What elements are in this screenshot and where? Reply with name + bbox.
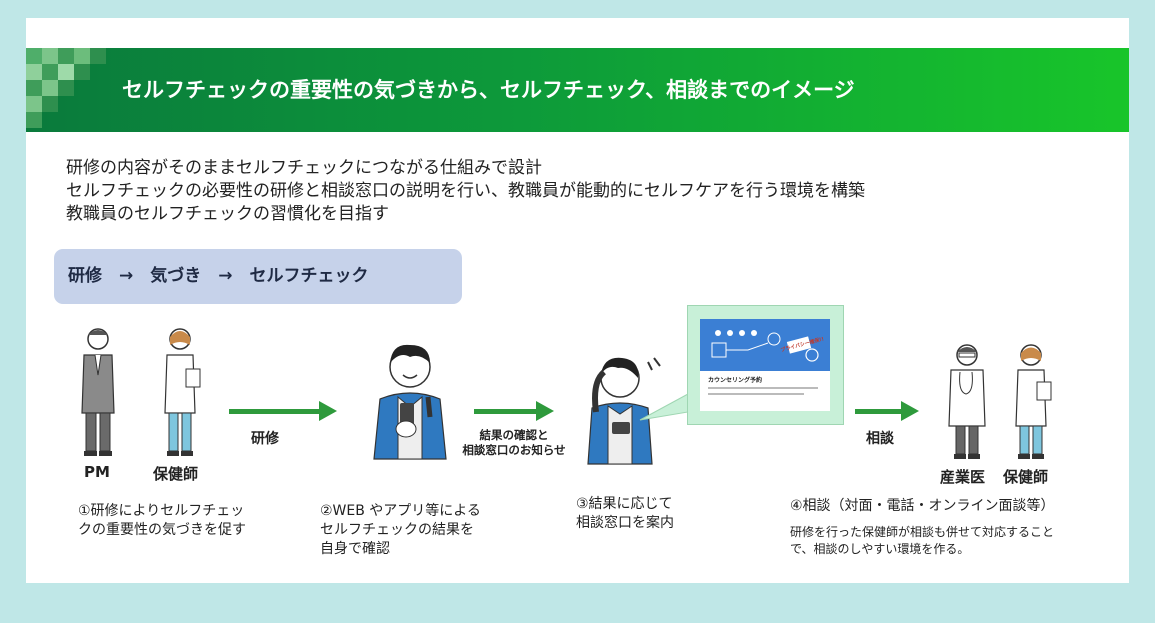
pm-person-icon [81,328,115,456]
title-banner: セルフチェックの重要性の気づきから、セルフチェック、相談までのイメージ [26,48,1129,132]
occupational-physician-icon [948,344,986,459]
app-screen: プライバシー確保!! カウンセリング予約 [700,319,830,411]
step-2-caption: ②WEB やアプリ等による セルフチェックの結果を 自身で確認 [320,503,481,557]
occupational-physician-label: 産業医 [940,468,986,486]
intro-line: 研修の内容がそのままセルフチェックにつながる仕組みで設計 [66,158,542,178]
public-health-nurse-icon [164,328,201,456]
step-3-caption: ③結果に応じて 相談窓口を案内 [576,496,674,531]
app-header-illustration: プライバシー確保!! [700,319,830,371]
flow-arrow-3 [855,401,919,421]
page-title: セルフチェックの重要性の気づきから、セルフチェック、相談までのイメージ [122,78,855,102]
arrow-label-consultation: 相談 [866,431,894,447]
arrow-label-result-notice: 結果の確認と 相談窓口のお知らせ [462,428,566,457]
flow-arrow-2 [474,401,554,421]
smartphone-user-icon [373,344,447,460]
flow-summary-text: 研修 → 気づき → セルフチェック [68,266,369,286]
public-health-nurse-label: 保健師 [153,465,199,483]
app-screen-title: カウンセリング予約 [708,377,763,384]
pm-label: PM [84,463,110,481]
flow-arrow-1 [229,401,337,421]
app-text-line [708,387,818,389]
worried-person-icon [587,357,661,465]
public-health-nurse-2-label: 保健師 [1003,468,1049,486]
step-1-caption: ①研修によりセルフチェッ クの重要性の気づきを促す [78,503,246,538]
intro-line: 教職員のセルフチェックの習慣化を目指す [66,204,389,224]
counseling-app-bubble: プライバシー確保!! カウンセリング予約 [687,305,844,425]
app-text-line [708,393,804,395]
step-4-caption: ④相談（対面・電話・オンライン面談等） [790,498,1055,514]
step-4-note: 研修を行った保健師が相談も併せて対応すること で、相談のしやすい環境を作る。 [790,525,1055,556]
checker-pattern-icon [26,48,106,132]
network-people-icon [711,330,819,362]
intro-text: 研修の内容がそのままセルフチェックにつながる仕組みで設計 セルフチェックの必要性… [66,157,865,226]
public-health-nurse-2-icon [1015,344,1052,459]
flow-summary-box: 研修 → 気づき → セルフチェック [54,249,462,304]
arrow-label-training: 研修 [251,431,279,447]
intro-line: セルフチェックの必要性の研修と相談窓口の説明を行い、教職員が能動的にセルフケアを… [66,181,865,201]
bubble-pointer-icon [639,393,689,421]
